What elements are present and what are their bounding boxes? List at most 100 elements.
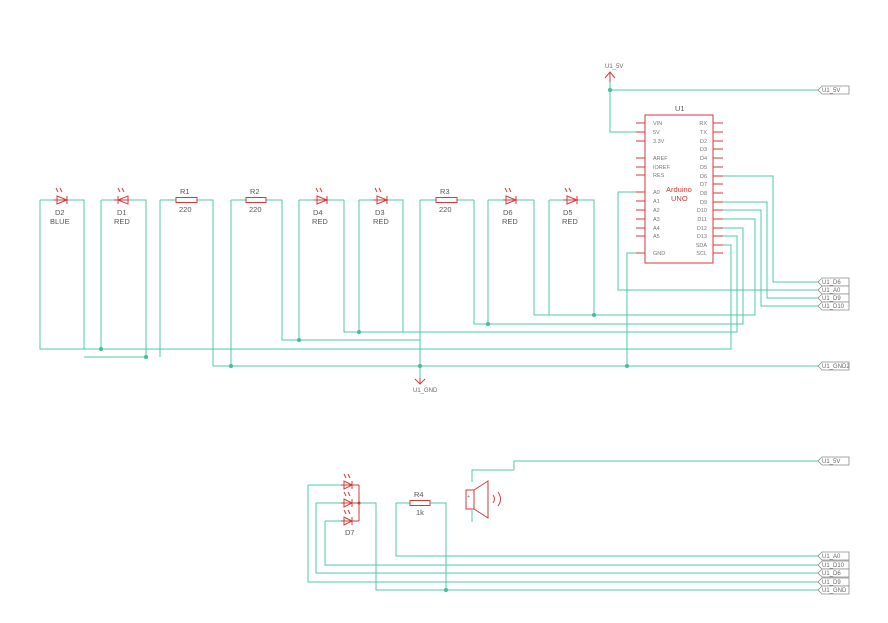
net-labels: U1_5VU1_D6U1_A0U1_D9U1_D10U1_GND2U1_5VU1…: [817, 85, 850, 595]
net-tag-text: U1_A0: [822, 288, 841, 294]
led-d6[interactable]: D6 RED: [502, 187, 518, 226]
resistor-r3[interactable]: R3 220: [435, 187, 458, 214]
resistor-r4[interactable]: R4 1k: [409, 490, 431, 517]
arduino-model: UNO: [671, 194, 688, 203]
resistor-r2-ref: R2: [250, 187, 260, 196]
net-label-u1-d6[interactable]: U1_D6: [817, 568, 850, 578]
arduino-pin-tx: TX: [700, 130, 707, 136]
arduino-pin-d2: D2: [700, 139, 707, 145]
arduino-pin-d4: D4: [700, 156, 707, 162]
arduino-pin-3.3v: 3.3V: [653, 139, 665, 145]
net-label-u1-d6[interactable]: U1_D6: [817, 277, 850, 287]
arduino-pin-d11: D11: [697, 217, 707, 223]
net-label-u1-d9[interactable]: U1_D9: [817, 577, 850, 587]
arduino-pin-a5: A5: [653, 234, 660, 240]
arduino-name: Arduino: [666, 185, 692, 194]
arduino-pin-d8: D8: [700, 191, 707, 197]
power-symbol-gnd[interactable]: U1_GND: [413, 378, 438, 394]
arduino-body: [644, 114, 714, 264]
junction-dot: [144, 355, 148, 359]
net-tag-text: U1_D10: [822, 563, 845, 569]
led-d4-ref: D4: [313, 208, 323, 217]
resistor-r2-value: 220: [249, 205, 262, 214]
arduino-pin-vin: VIN: [653, 121, 662, 127]
arduino-pin-d9: D9: [700, 200, 707, 206]
arduino-pin-d13: D13: [697, 234, 707, 240]
led-d1[interactable]: D1 RED: [114, 187, 130, 226]
net-label-u1-d10[interactable]: U1_D10: [817, 301, 850, 311]
junction-dot: [444, 588, 448, 592]
resistor-r4-ref: R4: [414, 490, 424, 499]
led-d2-value: BLUE: [50, 217, 70, 226]
resistor-r3-ref: R3: [440, 187, 450, 196]
net-tag-shape: [817, 585, 850, 595]
wires: [39, 82, 818, 591]
net-tag-text: U1_D6: [822, 280, 841, 286]
net-tag-text: U1_GND2: [822, 364, 850, 370]
net-tag-text: U1_5V: [822, 88, 840, 94]
net-tag-shape: [817, 568, 850, 578]
arduino-pin-d12: D12: [697, 226, 707, 232]
arduino-pin-a0: A0: [653, 190, 660, 196]
led-d4-value: RED: [312, 217, 328, 226]
arduino-pin-a2: A2: [653, 208, 660, 214]
net-tag-text: U1_D10: [822, 304, 845, 310]
net-tag-text: U1_A0: [822, 554, 841, 560]
arduino-pin-res: RES: [653, 173, 665, 179]
speaker-icon[interactable]: +: [465, 480, 501, 519]
rgb-led-d7[interactable]: D7: [341, 473, 361, 537]
net-tag-shape: [817, 456, 850, 466]
net-tag-text: U1_D9: [822, 580, 841, 586]
arduino-pin-gnd: GND: [653, 251, 665, 257]
arduino-uno[interactable]: U1 Arduino UNO VIN5V3.3VAREFIOREFRESA0A1…: [636, 104, 723, 264]
junction-dot: [625, 364, 629, 368]
net-label-u1-gnd[interactable]: U1_GND: [817, 585, 850, 595]
net-label-u1-5v[interactable]: U1_5V: [817, 85, 850, 95]
junction-dot: [99, 347, 103, 351]
arduino-pin-rx: RX: [699, 121, 707, 127]
svg-text:+: +: [467, 494, 470, 500]
arduino-pin-d3: D3: [700, 147, 707, 153]
power-gnd-label: U1_GND: [413, 388, 438, 394]
led-d2[interactable]: D2 BLUE: [50, 187, 70, 226]
led-d3-value: RED: [373, 217, 389, 226]
arduino-pin-ioref: IOREF: [653, 165, 670, 171]
led-d3-ref: D3: [375, 208, 385, 217]
junction-dot: [229, 364, 233, 368]
arduino-pin-scl: SCL: [696, 251, 707, 257]
net-tag-shape: [817, 361, 850, 371]
net-tag-shape: [817, 560, 850, 570]
led-d1-value: RED: [114, 217, 130, 226]
led-d4[interactable]: D4 RED: [312, 187, 328, 226]
net-label-u1-a0[interactable]: U1_A0: [817, 551, 850, 561]
resistor-r1[interactable]: R1 220: [175, 187, 198, 214]
net-tag-shape: [817, 85, 850, 95]
arduino-pin-d10: D10: [697, 208, 707, 214]
arduino-pin-d6: D6: [700, 174, 707, 180]
arduino-ref: U1: [675, 104, 685, 113]
net-label-u1-a0[interactable]: U1_A0: [817, 285, 850, 295]
resistor-r3-value: 220: [439, 205, 452, 214]
led-d6-value: RED: [502, 217, 518, 226]
power-symbol-5v[interactable]: U1_5V: [604, 64, 623, 82]
resistor-r4-value: 1k: [416, 508, 424, 517]
net-label-u1-d9[interactable]: U1_D9: [817, 293, 850, 303]
junction-dot: [357, 330, 361, 334]
junction-dot: [297, 338, 301, 342]
net-tag-text: U1_GND: [822, 588, 847, 594]
net-label-u1-gnd2[interactable]: U1_GND2: [817, 361, 850, 371]
junction-dot: [418, 364, 422, 368]
net-label-u1-5v[interactable]: U1_5V: [817, 456, 850, 466]
led-d5-ref: D5: [563, 208, 573, 217]
net-tag-shape: [817, 293, 850, 303]
resistor-r2[interactable]: R2 220: [245, 187, 267, 214]
led-d3[interactable]: D3 RED: [373, 187, 389, 226]
net-tag-shape: [817, 277, 850, 287]
arduino-pin-a4: A4: [653, 226, 660, 232]
led-d5[interactable]: D5 RED: [562, 187, 578, 226]
arduino-pin-5v: 5V: [653, 130, 660, 136]
net-tag-shape: [817, 577, 850, 587]
net-label-u1-d10[interactable]: U1_D10: [817, 560, 850, 570]
